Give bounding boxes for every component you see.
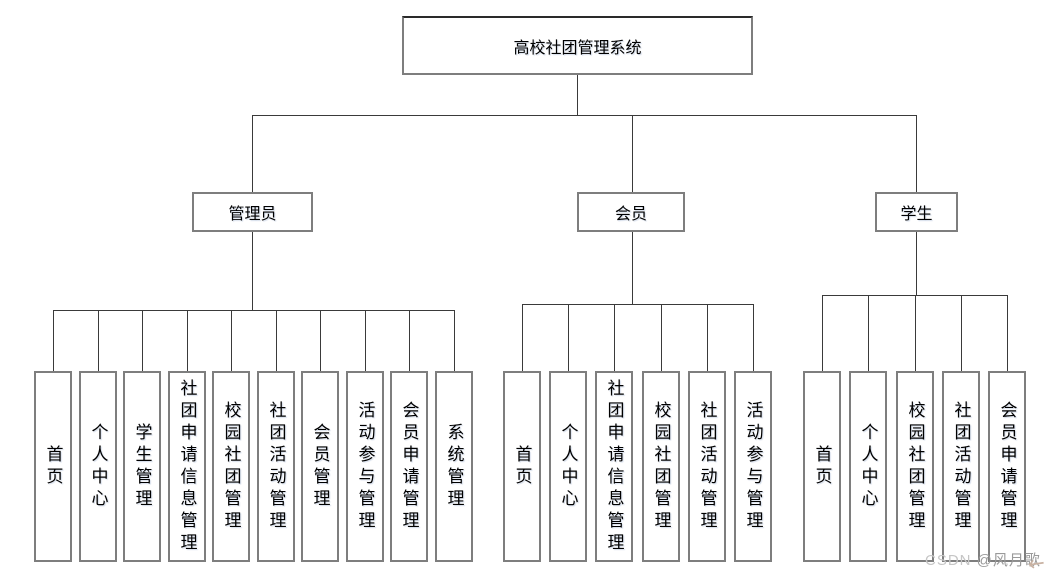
connector-line: [454, 310, 455, 371]
leaf-label: 学生管理: [132, 422, 152, 511]
leaf-label: 会员管理: [310, 422, 330, 511]
leaf-label: 个人中心: [558, 422, 578, 511]
leaf-label: 社团申请信息管理: [604, 378, 624, 555]
connector-line: [320, 310, 321, 371]
node-club-activity-management: 社团活动管理: [257, 371, 295, 562]
node-personal-center: 个人中心: [549, 371, 587, 562]
connector-line: [577, 75, 578, 115]
node-activity-participation-management: 活动参与管理: [734, 371, 772, 562]
back-arrow-icon: ←: [1026, 549, 1047, 572]
leaf-label: 社团活动管理: [951, 400, 971, 533]
node-member: 会员: [577, 192, 685, 232]
connector-line: [231, 310, 232, 371]
connector-line: [568, 304, 569, 371]
leaf-label: 社团活动管理: [697, 400, 717, 533]
node-student-label: 学生: [900, 206, 933, 223]
node-home: 首页: [503, 371, 541, 562]
leaf-label: 会员申请管理: [997, 400, 1017, 533]
node-root-label: 高校社团管理系统: [513, 39, 642, 57]
node-personal-center: 个人中心: [849, 371, 887, 562]
connector-line: [707, 304, 708, 371]
leaf-label: 校园社团管理: [221, 400, 241, 533]
connector-line: [822, 295, 823, 371]
node-system-management: 系统管理: [435, 371, 473, 562]
leaf-label: 个人中心: [88, 422, 108, 511]
connector-line: [753, 304, 754, 371]
leaf-label: 会员申请管理: [399, 400, 419, 533]
connector-line: [915, 295, 916, 371]
watermark-handle: @风月歌: [976, 552, 1041, 569]
node-admin: 管理员: [192, 192, 313, 232]
connector-line: [916, 232, 917, 295]
connector-line: [522, 304, 753, 305]
connector-line: [98, 310, 99, 371]
node-club-application-info-management: 社团申请信息管理: [595, 371, 633, 562]
leaf-label: 首页: [512, 444, 532, 489]
connector-line: [365, 310, 366, 371]
node-member-management: 会员管理: [301, 371, 339, 562]
connector-line: [632, 115, 633, 192]
connector-line: [409, 310, 410, 371]
leaf-label: 社团活动管理: [266, 400, 286, 533]
node-campus-club-management: 校园社团管理: [642, 371, 680, 562]
watermark: CSDN @风月歌: [925, 549, 1041, 570]
node-student: 学生: [875, 192, 958, 232]
connector-line: [614, 304, 615, 371]
connector-line: [661, 304, 662, 371]
leaf-label: 校园社团管理: [905, 400, 925, 533]
leaf-label: 首页: [812, 444, 832, 489]
connector-line: [53, 310, 54, 371]
node-root: 高校社团管理系统: [402, 16, 753, 75]
connector-line: [187, 310, 188, 371]
node-member-application-management: 会员申请管理: [390, 371, 428, 562]
node-personal-center: 个人中心: [79, 371, 117, 562]
connector-line: [868, 295, 869, 371]
node-club-activity-management: 社团活动管理: [688, 371, 726, 562]
leaf-label: 校园社团管理: [651, 400, 671, 533]
connector-line: [276, 310, 277, 371]
node-member-label: 会员: [614, 206, 647, 223]
connector-line: [632, 232, 633, 304]
node-club-application-info-management: 社团申请信息管理: [168, 371, 206, 562]
leaf-label: 个人中心: [858, 422, 878, 511]
watermark-brand: CSDN: [925, 552, 977, 569]
node-club-activity-management: 社团活动管理: [942, 371, 980, 562]
node-admin-label: 管理员: [228, 206, 277, 223]
leaf-label: 活动参与管理: [743, 400, 763, 533]
leaf-label: 系统管理: [444, 422, 464, 511]
connector-line: [961, 295, 962, 371]
connector-line: [252, 115, 253, 192]
node-campus-club-management: 校园社团管理: [212, 371, 250, 562]
node-campus-club-management: 校园社团管理: [896, 371, 934, 562]
connector-line: [822, 295, 1007, 296]
connector-line: [252, 232, 253, 310]
connector-line: [53, 310, 454, 311]
node-activity-participation-management: 活动参与管理: [346, 371, 384, 562]
leaf-label: 首页: [43, 444, 63, 489]
leaf-label: 社团申请信息管理: [177, 378, 197, 555]
node-home: 首页: [803, 371, 841, 562]
node-member-application-management: 会员申请管理: [988, 371, 1026, 562]
connector-line: [1007, 295, 1008, 371]
node-home: 首页: [34, 371, 72, 562]
connector-line: [142, 310, 143, 371]
connector-line: [252, 115, 917, 116]
node-student-management: 学生管理: [123, 371, 161, 562]
connector-line: [522, 304, 523, 371]
connector-line: [916, 115, 917, 192]
leaf-label: 活动参与管理: [355, 400, 375, 533]
